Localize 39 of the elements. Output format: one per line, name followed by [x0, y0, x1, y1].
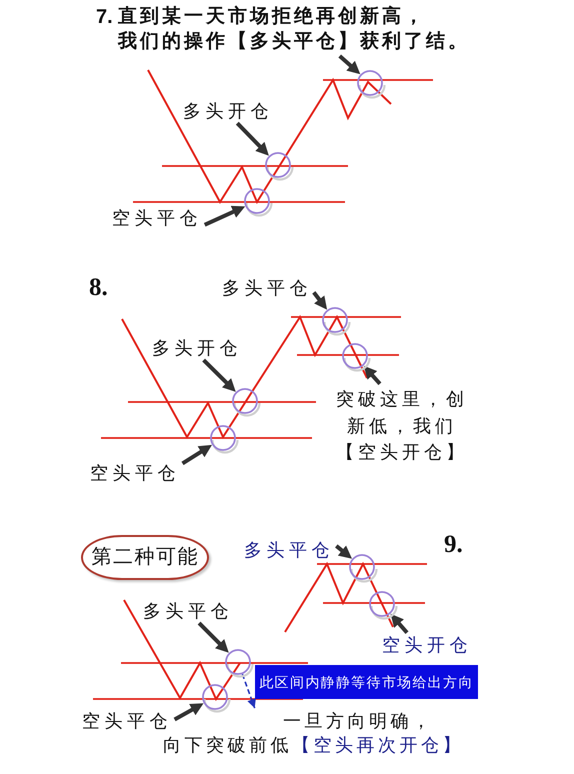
text-banner: 此区间内静静等待市场给出方向 — [255, 665, 478, 699]
arrow — [389, 612, 408, 634]
arrow — [236, 122, 270, 158]
arrow — [362, 364, 382, 386]
highlight-circle — [356, 69, 386, 99]
arrow — [174, 702, 205, 722]
arrow — [181, 443, 214, 466]
annotation-text: 突破这里，创新低，我们【空头开仓】 — [335, 386, 469, 466]
arrow — [202, 358, 238, 394]
highlight-circle — [243, 187, 273, 217]
annotation-text: 多头平仓 — [143, 601, 233, 621]
step-number: 7. — [96, 6, 113, 28]
arrow — [335, 544, 354, 560]
annotation-text: 多头平仓 — [244, 540, 334, 560]
arrow — [312, 291, 329, 311]
heading-text: 直到某一天市场拒绝再创新高，我们的操作【多头平仓】获利了结。 — [118, 4, 472, 54]
annotation-text: 空头开仓 — [382, 635, 472, 655]
arrow — [338, 54, 362, 76]
highlight-circle — [231, 387, 261, 417]
annotation-text: 空头平仓 — [112, 208, 202, 228]
highlight-circle — [368, 590, 398, 620]
step-number: 8. — [89, 274, 108, 302]
annotation-text: 空头平仓 — [82, 711, 172, 731]
annotation-text: 空头平仓 — [90, 463, 180, 483]
highlight-circle — [341, 342, 371, 372]
highlight-circle — [209, 424, 239, 454]
annotation-text: 多头平仓 — [222, 278, 312, 298]
highlight-circle — [321, 306, 351, 336]
arrow — [198, 622, 230, 654]
annotation-text: 多头开仓 — [183, 101, 273, 121]
annotation-text: 多头开仓 — [152, 338, 242, 358]
dashed-arrow — [242, 674, 256, 708]
step-number: 9. — [444, 531, 463, 558]
highlight-circle — [201, 683, 231, 713]
arrow — [204, 204, 246, 227]
oval-label: 第二种可能 — [81, 535, 209, 580]
highlight-circle — [224, 648, 254, 678]
highlight-circle — [264, 151, 294, 181]
highlight-circle — [348, 553, 378, 583]
